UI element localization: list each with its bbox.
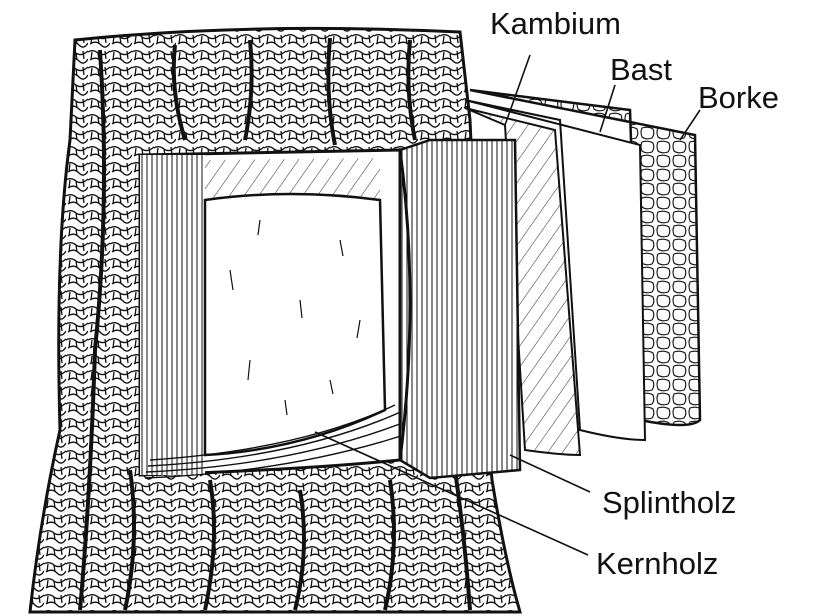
peeled-layers — [400, 90, 700, 478]
splintholz-layer — [400, 140, 520, 478]
label-splintholz: Splintholz — [602, 485, 736, 520]
cutaway-window — [140, 150, 425, 478]
label-bast: Bast — [610, 52, 672, 87]
leader-splintholz — [510, 455, 590, 492]
heartwood-panel — [205, 194, 385, 455]
sapwood-left-rings — [140, 155, 205, 475]
label-kambium: Kambium — [490, 6, 621, 41]
label-kernholz: Kernholz — [596, 546, 718, 581]
label-borke: Borke — [698, 80, 779, 115]
